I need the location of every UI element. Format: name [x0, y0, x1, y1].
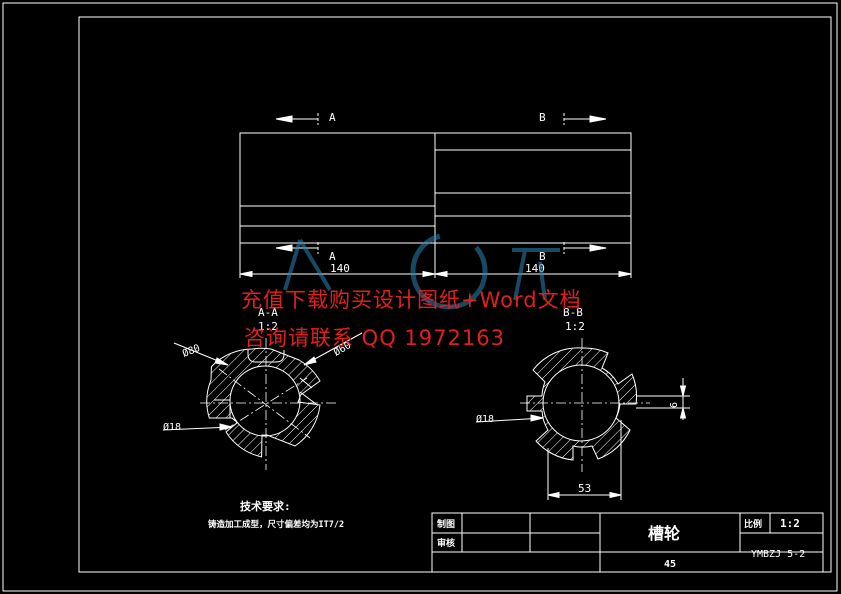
dimension-width-53: 53: [578, 482, 591, 495]
dimension-dia-80: Ø80: [181, 342, 202, 360]
view-label-b-b: B-B: [563, 306, 583, 319]
notes-text: 铸造加工成型，尺寸偏差均为IT7/2: [208, 519, 344, 530]
title-block-drawing-number: YMBZJ 5-2: [751, 549, 805, 560]
notes-title: 技术要求:: [240, 499, 291, 513]
dimension-dia-18-left: Ø18: [163, 421, 181, 433]
watermark-line-1: 充值下载购买设计图纸+Word文档: [241, 288, 582, 312]
dimension-length-left: 140: [330, 262, 350, 275]
length-dimensions: [239, 243, 632, 278]
title-block-part-name: 槽轮: [648, 524, 680, 543]
section-arrows: [275, 113, 607, 254]
dimension-dia-18-right: Ø18: [476, 413, 494, 425]
watermark-line-2: 咨询请联系 QQ 1972163: [244, 326, 505, 350]
title-block-scale-value: 1:2: [780, 517, 800, 530]
section-label-a-top: A: [329, 111, 336, 124]
section-label-b-bottom: B: [539, 250, 546, 263]
section-b-b: [475, 338, 690, 500]
section-label-a-bottom: A: [329, 250, 336, 263]
title-block-scale-label: 比例: [744, 518, 762, 530]
dimension-slot-6: 6: [669, 402, 680, 408]
front-view: [239, 132, 632, 244]
view-label-a-a: A-A: [258, 306, 278, 319]
section-a-a: [162, 332, 363, 470]
title-block: [431, 512, 824, 573]
section-label-b-top: B: [539, 111, 546, 124]
title-block-material: 45: [664, 559, 676, 570]
title-block-review-label: 审核: [437, 537, 455, 549]
view-scale-b: 1:2: [565, 320, 585, 333]
view-scale-a: 1:2: [258, 320, 278, 333]
title-block-drawn-label: 制图: [437, 518, 455, 530]
watermark-logo: [283, 232, 560, 310]
